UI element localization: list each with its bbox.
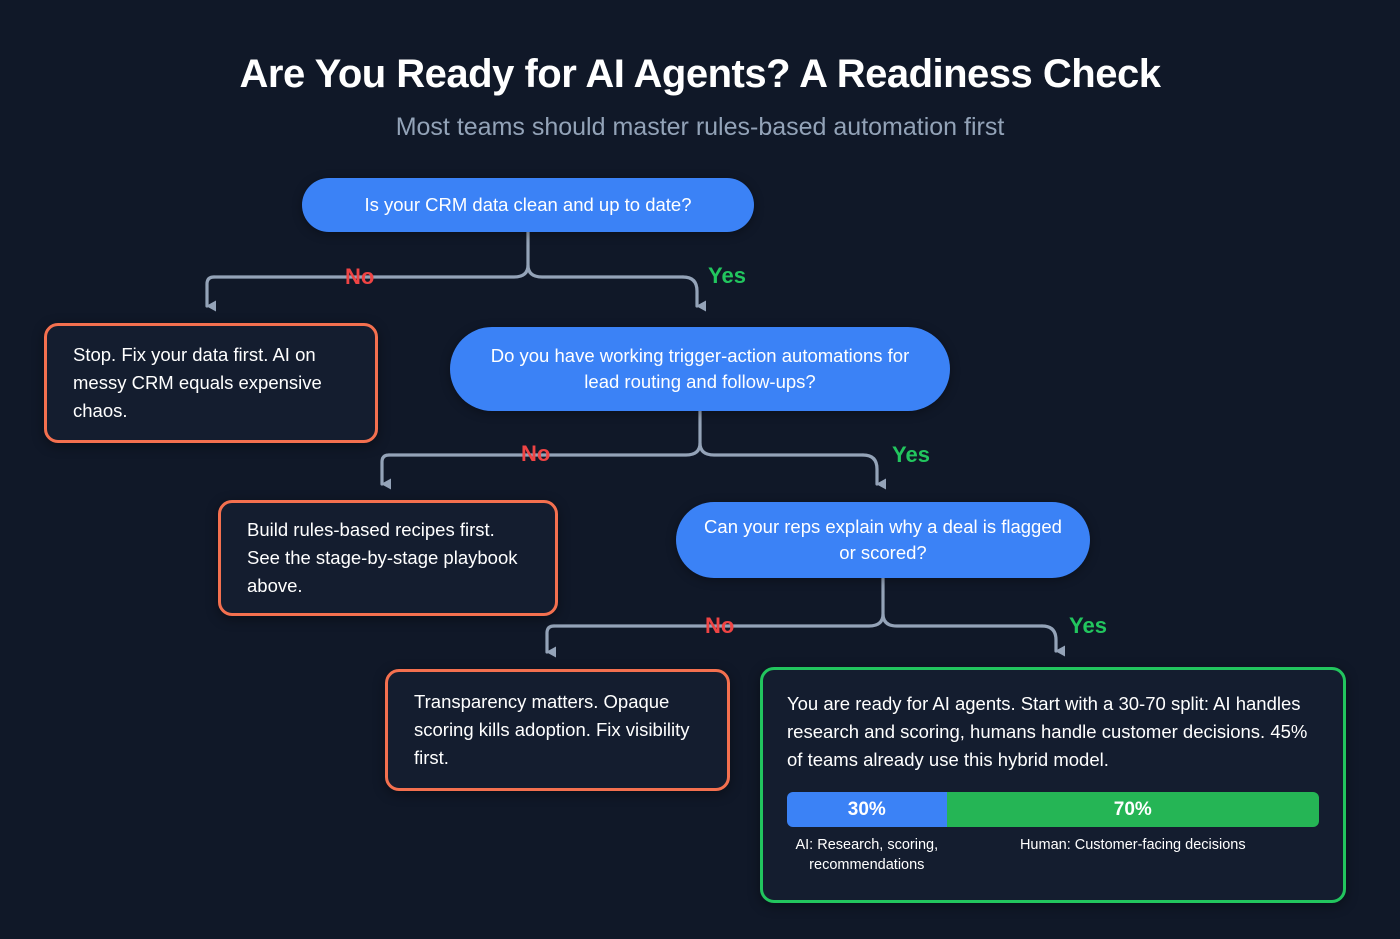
branch-label-yes-1: Yes xyxy=(708,263,746,288)
outcome-card-text: Build rules-based recipes first. See the… xyxy=(247,519,518,596)
branch-label-no-2: No xyxy=(521,441,551,466)
outcome-card-build-recipes[interactable]: Build rules-based recipes first. See the… xyxy=(218,500,558,616)
ai-human-split-bar: 30% 70% xyxy=(787,792,1319,828)
decision-node-explainability[interactable]: Can your reps explain why a deal is flag… xyxy=(676,502,1090,578)
decision-node-label: Do you have working trigger-action autom… xyxy=(490,344,910,392)
decision-node-automations[interactable]: Do you have working trigger-action autom… xyxy=(450,327,950,411)
split-caption-ai: AI: Research, scoring, recommendations xyxy=(795,837,939,873)
split-captions: AI: Research, scoring, recommendations H… xyxy=(787,836,1319,875)
branch-label-yes-2: Yes xyxy=(892,442,930,467)
split-caption-human: Human: Customer-facing decisions xyxy=(1019,837,1246,854)
page-subtitle: Most teams should master rules-based aut… xyxy=(395,113,1005,141)
branch-label-no-3: No xyxy=(705,613,735,638)
split-segment-human-label: 70% xyxy=(1113,798,1152,820)
branch-label-yes-3: Yes xyxy=(1069,613,1107,638)
split-segment-ai: 30% xyxy=(787,792,947,828)
decision-node-label: Is your CRM data clean and up to date? xyxy=(364,193,692,215)
outcome-card-text: You are ready for AI agents. Start with … xyxy=(787,693,1308,771)
outcome-card-fix-data[interactable]: Stop. Fix your data first. AI on messy C… xyxy=(44,323,378,443)
outcome-card-transparency[interactable]: Transparency matters. Opaque scoring kil… xyxy=(385,669,730,791)
page-title: Are You Ready for AI Agents? A Readiness… xyxy=(239,52,1161,96)
outcome-card-text: Stop. Fix your data first. AI on messy C… xyxy=(73,344,322,421)
split-segment-ai-label: 30% xyxy=(847,798,886,820)
outcome-card-text: Transparency matters. Opaque scoring kil… xyxy=(414,691,690,768)
split-segment-human: 70% xyxy=(946,792,1319,828)
branch-label-no-1: No xyxy=(345,264,375,289)
outcome-card-ready[interactable]: You are ready for AI agents. Start with … xyxy=(760,667,1346,903)
decision-node-label: Can your reps explain why a deal is flag… xyxy=(704,515,1062,563)
decision-node-crm-data[interactable]: Is your CRM data clean and up to date? xyxy=(302,178,754,232)
